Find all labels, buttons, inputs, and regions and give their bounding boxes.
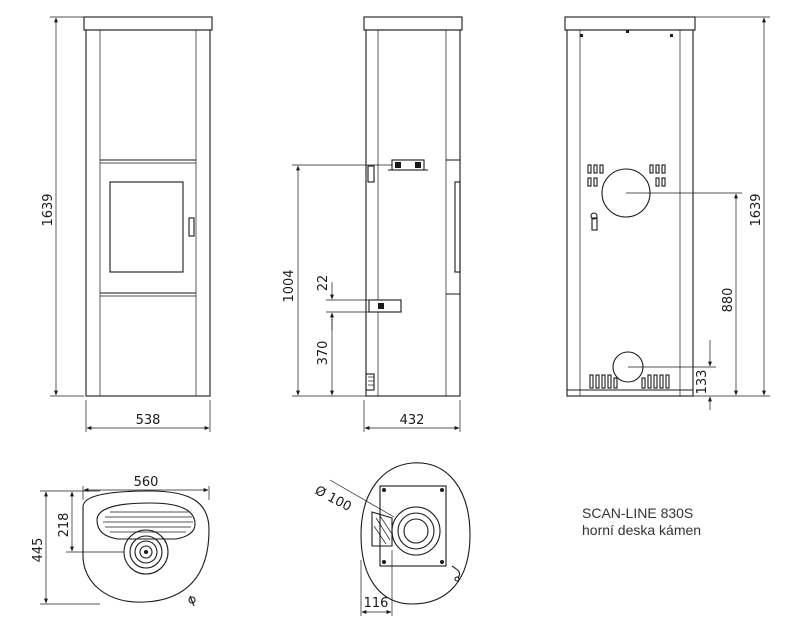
front-body [85, 29, 211, 397]
side-vent-top [367, 165, 375, 183]
back-lower-height-label: 133 [695, 370, 710, 395]
top-outline [82, 490, 210, 603]
base-air-inlet [371, 511, 393, 547]
base-offset-label: 116 [364, 596, 389, 611]
side-view: 1004 22 370 432 [282, 16, 463, 432]
back-thermo-sensor [591, 217, 598, 231]
top-width-label: 560 [134, 475, 159, 490]
side-glass-edge [454, 181, 461, 273]
front-height-label: 1639 [41, 193, 56, 226]
back-view: 1639 880 133 [564, 16, 770, 410]
product-model: SCAN-LINE 830S [582, 505, 694, 521]
top-grille [96, 502, 196, 540]
front-view: 1639 538 [41, 16, 213, 432]
side-gap-label: 22 [316, 275, 331, 292]
side-air-intake [368, 299, 402, 313]
top-rear-knob [188, 596, 196, 604]
front-door-glass [109, 181, 184, 273]
base-diameter-label: Ø 100 [312, 483, 354, 515]
top-offset-label: 218 [57, 513, 72, 538]
back-body [566, 29, 694, 397]
side-top-plate [363, 16, 463, 31]
side-width-label: 432 [400, 413, 425, 428]
back-flue-height-label: 880 [721, 288, 736, 313]
base-view: Ø 100 116 [312, 462, 471, 616]
side-body [365, 29, 461, 397]
base-outline [360, 462, 471, 605]
front-width-label: 538 [136, 413, 161, 428]
base-plate [379, 485, 447, 567]
top-depth-label: 445 [31, 538, 46, 563]
front-top-plate [83, 16, 213, 31]
side-height-label: 1004 [282, 269, 297, 302]
base-cable [451, 565, 461, 579]
side-lower-label: 370 [316, 341, 331, 366]
back-height-label: 1639 [749, 193, 764, 226]
side-vent-bottom [365, 373, 375, 391]
door-handle [188, 217, 195, 237]
product-caption: SCAN-LINE 830S horní deska kámen [582, 505, 701, 539]
back-top-plate [564, 16, 696, 31]
product-subtitle: horní deska kámen [582, 522, 702, 538]
top-view: 560 445 218 [31, 475, 210, 607]
